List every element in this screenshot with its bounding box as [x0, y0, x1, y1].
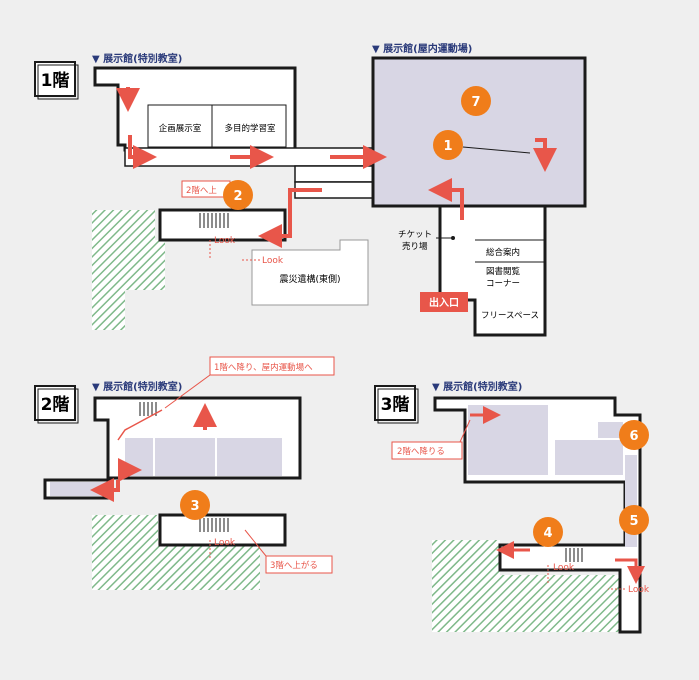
look-1: Look [214, 236, 236, 246]
marker-1 [433, 130, 463, 160]
floor-label: 1階 [41, 71, 70, 91]
marker-5 [619, 505, 649, 535]
marker-2-label: 2 [233, 189, 242, 204]
floor-label: 3階 [381, 395, 410, 415]
ticket-label-2: 売り場 [402, 241, 428, 252]
look: Look [214, 538, 236, 548]
ticket-label-1: チケット [398, 230, 432, 240]
marker-3 [180, 490, 210, 520]
library-label-1: 図書閲覧 [486, 266, 521, 277]
callout-down: 2階へ降りる [397, 446, 445, 457]
look-2: Look [628, 585, 650, 595]
entrance-badge [420, 292, 468, 312]
marker-6 [619, 420, 649, 450]
callout-down-box [209, 356, 335, 376]
entrance-label: 出入口 [429, 296, 459, 309]
ground-area [92, 210, 165, 330]
callout-up: 3階へ上がる [270, 560, 318, 571]
hall-special-title: ▼ 展示館(特別教室) [92, 380, 182, 393]
marker-3-label: 3 [190, 499, 199, 514]
marker-7-label: 7 [471, 95, 480, 110]
ground-area [432, 540, 620, 632]
floor-label-box [34, 61, 76, 97]
look-1: Look [553, 563, 575, 573]
floor-3: 3階 ▼ 展示館(特別教室) 2階へ降りる Look Look 4 5 6 [374, 380, 650, 634]
callout-up-box [265, 555, 333, 574]
info-label: 総合案内 [486, 247, 520, 258]
look-2: Look [262, 256, 284, 266]
floor-label: 2階 [41, 395, 70, 415]
free-space-label: フリースペース [481, 311, 539, 321]
marker-1-label: 1 [443, 139, 452, 154]
ruins-label: 震災遺構(東側) [279, 273, 340, 285]
marker-2 [223, 180, 253, 210]
marker-5-label: 5 [629, 514, 638, 529]
hall-gym-title: ▼ 展示館(屋内運動場) [372, 42, 472, 55]
callout-down: 1階へ降り、屋内運動場へ [214, 362, 313, 373]
room-planning: 企画展示室 [159, 123, 202, 134]
hall-special-title: ▼ 展示館(特別教室) [432, 380, 522, 393]
marker-6-label: 6 [629, 429, 638, 444]
marker-4-label: 4 [543, 526, 552, 541]
library-label-2: コーナー [486, 279, 520, 289]
marker-7 [461, 86, 491, 116]
route-arrows [116, 87, 557, 248]
floor-label-box [34, 385, 76, 421]
ruins-area [251, 239, 369, 306]
callout-up: 2階へ上 [186, 185, 217, 196]
floor-2: 2階 ▼ 展示館(特別教室) 1階へ降り、屋内運動場へ 3階へ上がる Look [34, 356, 335, 590]
callout-down-box [391, 441, 463, 460]
floor-label-box [374, 385, 416, 421]
room-multipurpose: 多目的学習室 [224, 123, 276, 134]
marker-4 [533, 517, 563, 547]
gym-area [371, 56, 587, 208]
hall-special-title: ▼ 展示館(特別教室) [92, 52, 182, 65]
ground-area [92, 515, 260, 590]
floor-1: 1階 ▼ 展示館(特別教室) ▼ 展示館(屋内運動場) 震災遺構(東側) 企画展… [34, 42, 587, 337]
